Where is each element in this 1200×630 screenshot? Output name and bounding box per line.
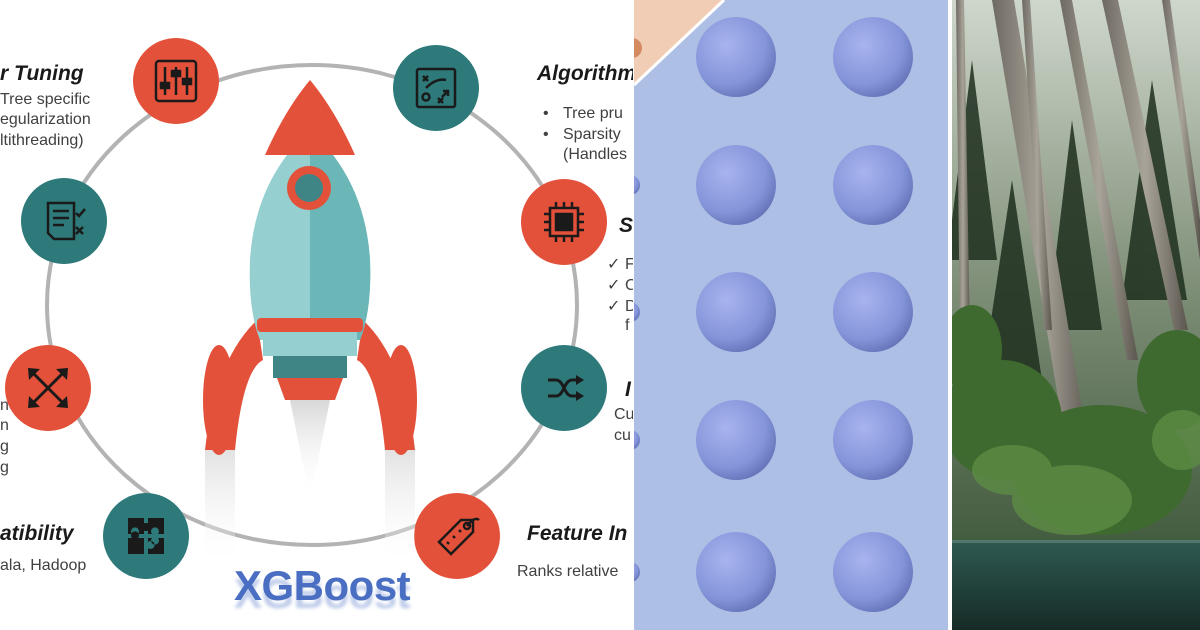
tuning-heading: r Tuning: [0, 62, 84, 85]
connection-ring: [45, 63, 579, 547]
dots-pattern: [634, 0, 913, 612]
compatibility-heading: atibility: [0, 522, 74, 545]
algorithm-bullet-2: Sparsity: [543, 124, 623, 145]
expand-arrows-icon: [5, 345, 91, 431]
tuning-line-1: Tree specific: [0, 91, 91, 108]
system-checklist: F C D: [607, 254, 633, 317]
rocket-illustration: [203, 80, 417, 570]
tuning-line-3: ltithreading): [0, 132, 84, 149]
cpu-chip-icon: [521, 179, 607, 265]
feature-heading: Feature In: [527, 522, 628, 545]
system-check-1: F: [607, 254, 633, 275]
dot-grid: [696, 17, 913, 612]
forest-image: [952, 0, 1200, 630]
algorithm-heading: Algorithm: [537, 62, 633, 85]
xgboost-infographic-panel: r Tuning Tree specific egularization lti…: [0, 0, 633, 630]
system-heading: S: [619, 214, 633, 237]
tuning-line-2: egularization: [0, 111, 91, 128]
price-tag-icon: [414, 493, 500, 579]
forest-photo-panel: [952, 0, 1200, 630]
system-check-2: C: [607, 275, 633, 296]
system-check-3: D: [607, 296, 633, 317]
scaling-line-4: g: [0, 459, 9, 476]
cv-heading: I: [625, 378, 631, 401]
brand-title: XGBoost: [234, 562, 411, 609]
cv-line-2: cu: [614, 427, 631, 444]
scaling-line-3: g: [0, 438, 9, 455]
cv-line-1: Cu: [614, 406, 633, 423]
sliders-icon: [133, 38, 219, 124]
strategy-board-icon: [393, 45, 479, 131]
algorithm-subtext: (Handles: [563, 146, 628, 163]
system-subtext: f: [625, 317, 630, 334]
compatibility-text: ala, Hadoop: [0, 557, 87, 574]
scaling-line-1: n: [0, 397, 9, 414]
puzzle-icon: [103, 493, 189, 579]
algorithm-bullets: Tree pru Sparsity: [543, 103, 623, 145]
feature-text: Ranks relative: [517, 563, 619, 580]
scaling-line-2: n: [0, 417, 9, 434]
blue-dots-panel: [634, 0, 948, 630]
document-check-icon: [21, 178, 107, 264]
algorithm-bullet-1: Tree pru: [543, 103, 623, 124]
shuffle-icon: [521, 345, 607, 431]
panel-divider-2: [948, 0, 952, 630]
